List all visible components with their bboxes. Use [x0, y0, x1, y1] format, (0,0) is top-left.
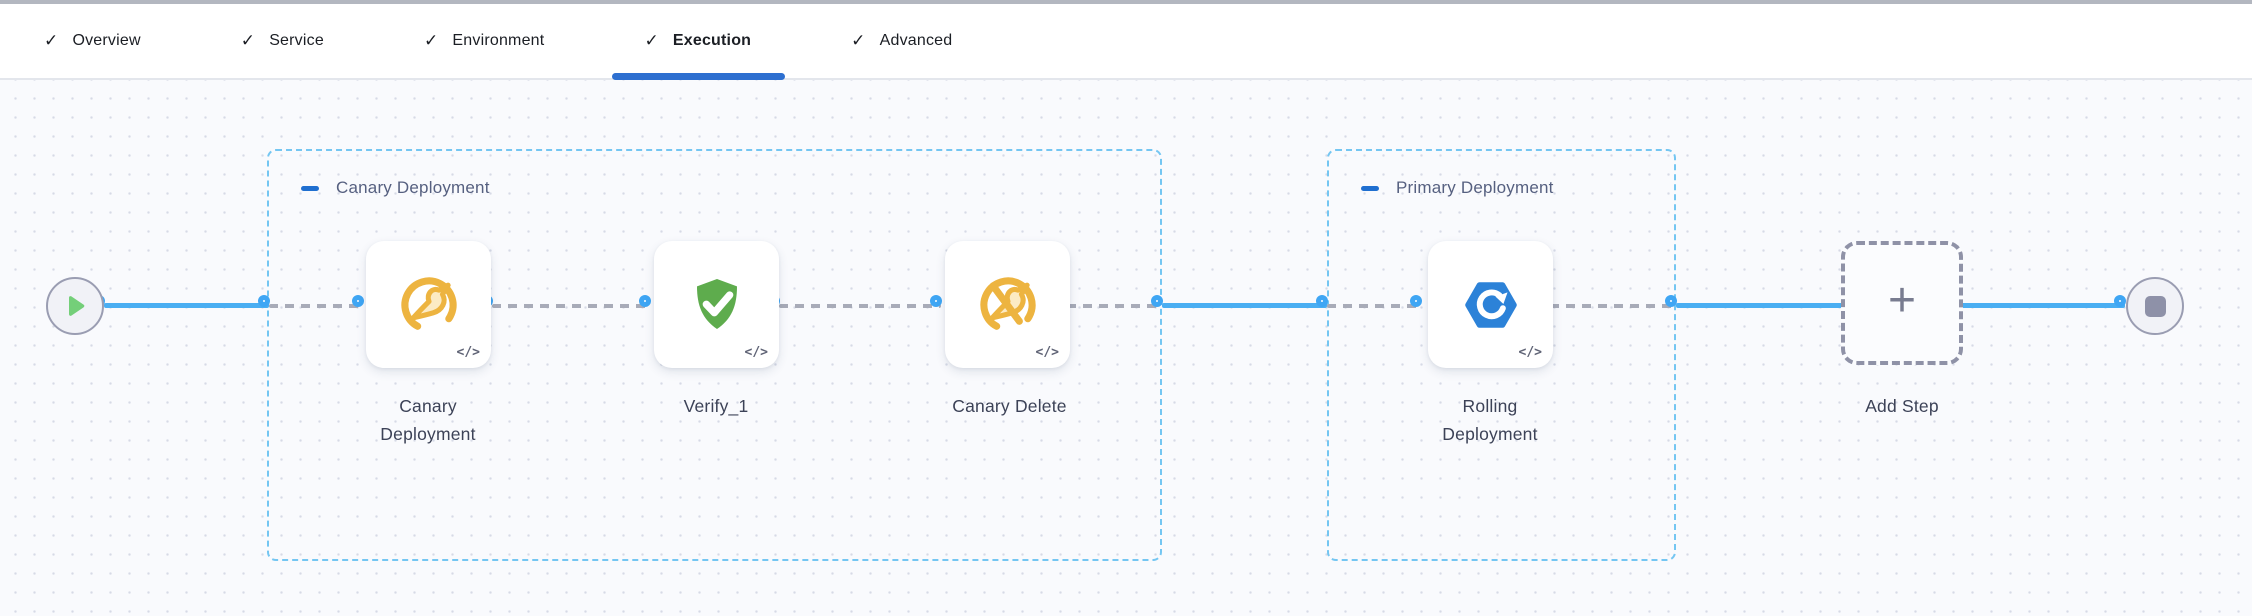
step-canary-deployment[interactable]: </> — [366, 241, 491, 368]
tab-label: Advanced — [879, 32, 953, 49]
tab-execution[interactable]: ✓ Execution — [612, 4, 785, 80]
step-label-canary-deployment: Canary Deployment — [380, 396, 476, 444]
step-connector-dashed — [779, 304, 941, 308]
connector-ring — [2114, 295, 2126, 307]
stage-group-canary-deployment: Canary Deployment — [267, 149, 1162, 561]
pipeline-start-node — [46, 277, 104, 335]
check-icon: ✓ — [644, 31, 659, 50]
step-connector-dashed — [1550, 304, 1676, 308]
step-verify-1[interactable]: </> — [654, 241, 779, 368]
pipeline-tab-bar: ✓ Overview ✓ Service ✓ Environment ✓ Exe… — [0, 4, 2252, 80]
stage-header: Primary Deployment — [1361, 178, 1674, 198]
pipeline-canvas: Canary Deployment Primary Deployment </> — [0, 80, 2252, 614]
step-canary-delete[interactable]: </> — [945, 241, 1070, 368]
step-connector-dashed — [269, 304, 363, 308]
add-step-label: Add Step — [1865, 396, 1939, 416]
step-label-rolling-deployment: Rolling Deployment — [1442, 396, 1538, 444]
pipeline-end-node — [2126, 277, 2184, 335]
connector-ring — [1665, 295, 1677, 307]
add-step-button[interactable]: + — [1841, 241, 1963, 365]
yaml-code-icon[interactable]: </> — [744, 345, 768, 360]
stage-group-label: Canary Deployment — [336, 178, 490, 197]
tab-environment[interactable]: ✓ Environment — [424, 4, 544, 78]
tab-service[interactable]: ✓ Service — [241, 4, 324, 78]
verify-shield-icon — [696, 278, 737, 329]
collapse-stage-icon[interactable] — [1361, 185, 1379, 191]
connector-ring — [1151, 295, 1163, 307]
yaml-code-icon[interactable]: </> — [1518, 345, 1542, 360]
tab-label: Execution — [672, 32, 752, 49]
check-icon: ✓ — [423, 31, 439, 50]
rolling-deployment-icon — [1464, 281, 1517, 328]
stage-header: Canary Deployment — [301, 178, 1160, 198]
canary-delete-icon — [979, 276, 1036, 333]
yaml-code-icon[interactable]: </> — [456, 345, 480, 360]
play-icon — [69, 296, 85, 316]
step-connector-dashed — [492, 304, 650, 308]
check-icon: ✓ — [44, 31, 59, 50]
tab-advanced[interactable]: ✓ Advanced — [851, 4, 952, 78]
connector-ring — [930, 295, 942, 307]
connector-ring — [258, 295, 270, 307]
collapse-stage-icon[interactable] — [301, 185, 319, 191]
step-rolling-deployment[interactable]: </> — [1428, 241, 1553, 368]
step-connector-dashed — [1327, 304, 1421, 308]
check-icon: ✓ — [240, 31, 256, 50]
canary-bird-icon — [400, 276, 457, 333]
connector-ring — [1410, 295, 1422, 307]
window-top-strip — [0, 0, 2252, 4]
plus-icon: + — [1887, 274, 1917, 327]
flow-line-start-to-canary-stage — [104, 303, 269, 308]
connector-ring — [1316, 295, 1328, 307]
step-connector-dashed — [1067, 304, 1162, 308]
connector-ring — [352, 295, 364, 307]
step-label-verify-1: Verify_1 — [683, 396, 749, 416]
connector-ring — [639, 295, 651, 307]
tab-overview[interactable]: ✓ Overview — [44, 4, 141, 78]
tab-label: Environment — [452, 32, 545, 49]
step-label-canary-delete: Canary Delete — [952, 396, 1067, 416]
yaml-code-icon[interactable]: </> — [1035, 345, 1059, 360]
check-icon: ✓ — [851, 31, 866, 50]
tab-label: Overview — [72, 32, 141, 49]
tab-label: Service — [269, 32, 324, 49]
stop-icon — [2144, 295, 2166, 317]
stage-group-label: Primary Deployment — [1396, 178, 1554, 197]
stage-group-primary-deployment: Primary Deployment — [1327, 149, 1676, 561]
flow-line-canary-to-primary-stage — [1162, 303, 1327, 308]
